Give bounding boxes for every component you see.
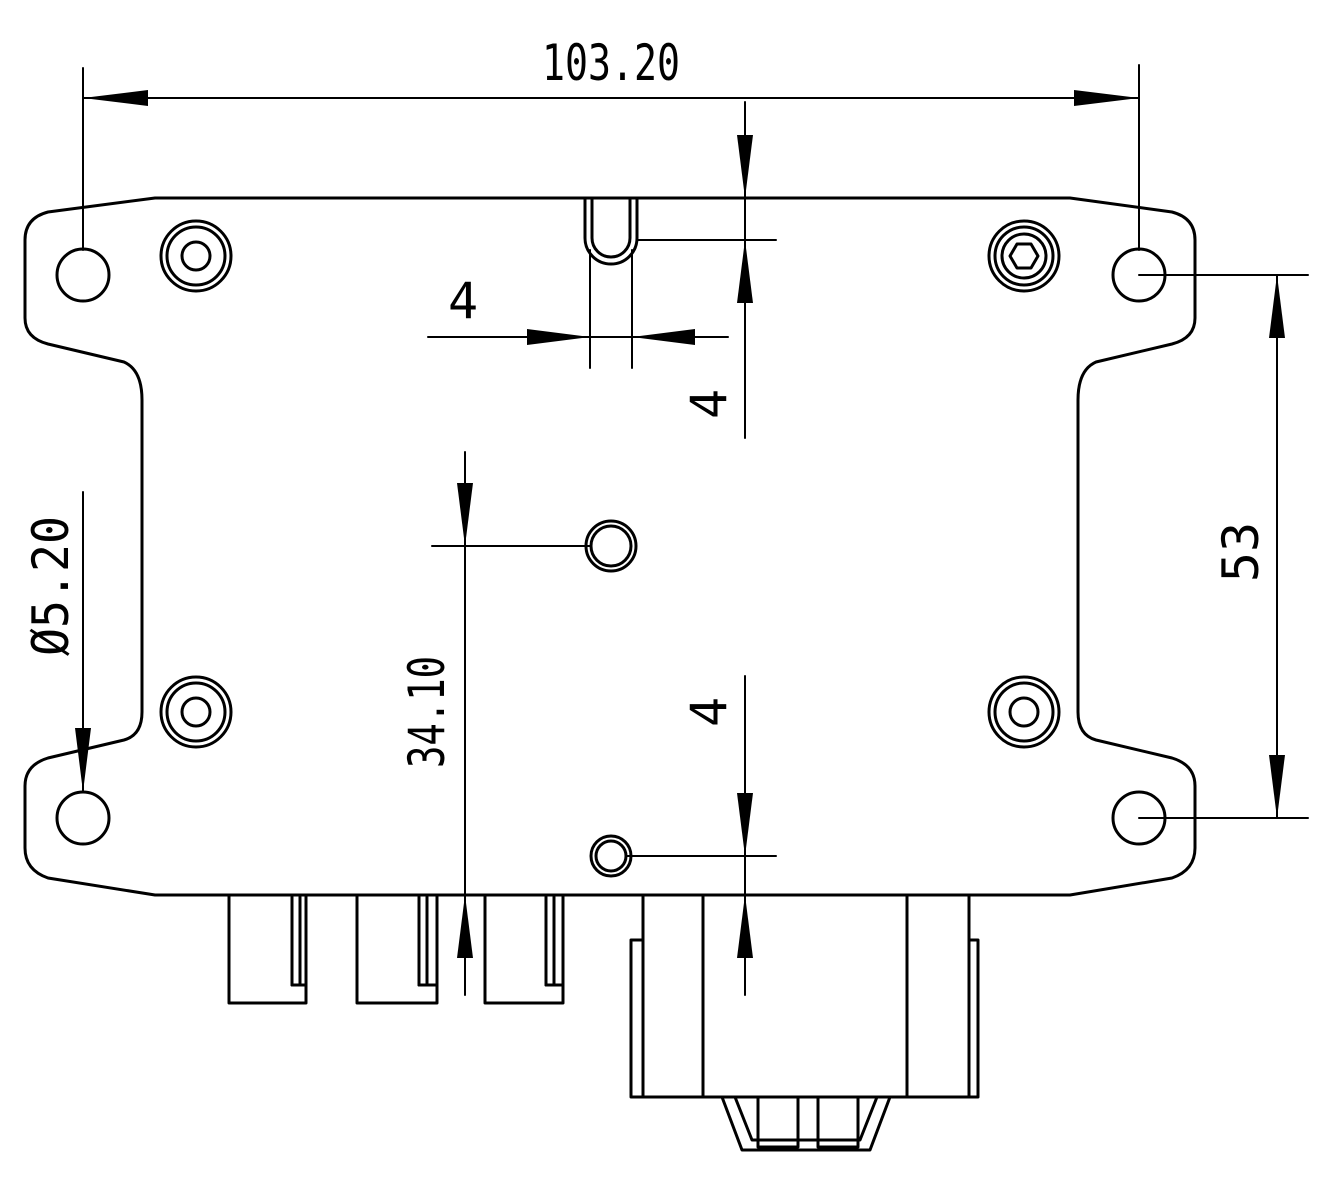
dimension-slot-height: 4: [636, 101, 777, 439]
dimension-edge-offset-label: 4: [680, 697, 738, 727]
slot: [583, 196, 639, 266]
standoff-top-left: [159, 219, 233, 293]
connector-2: [355, 893, 439, 1005]
hex-socket-screw: [987, 219, 1061, 293]
dimension-vertical-pitch-label: 34.10: [398, 656, 456, 768]
mounting-hole-top-left: [55, 247, 111, 303]
board-outline: [23, 196, 1197, 897]
dimension-hole-spacing: 53: [1138, 274, 1309, 819]
lower-hole: [589, 834, 633, 878]
connector-1: [227, 893, 308, 1005]
standoff-bottom-left: [159, 675, 233, 749]
dimension-overall-width: 103.20: [82, 34, 1140, 251]
dimension-hole-diameter-label: Ø5.20: [22, 516, 80, 656]
connector-3: [483, 893, 565, 1005]
dimension-slot-width: 4: [427, 249, 729, 369]
dimension-vertical-pitch: 34.10: [398, 451, 591, 996]
dimension-hole-diameter: Ø5.20: [22, 491, 91, 793]
dimension-hole-spacing-label: 53: [1212, 522, 1270, 582]
standoff-bottom-right: [987, 675, 1061, 749]
dimension-edge-offset: 4: [626, 675, 777, 996]
main-connector: [629, 893, 980, 1152]
dimension-slot-height-label: 4: [680, 389, 738, 419]
mounting-hole-bottom-left: [55, 790, 111, 846]
dimension-slot-width-label: 4: [448, 272, 478, 330]
center-hole: [584, 519, 638, 573]
dimension-overall-width-label: 103.20: [542, 34, 680, 92]
